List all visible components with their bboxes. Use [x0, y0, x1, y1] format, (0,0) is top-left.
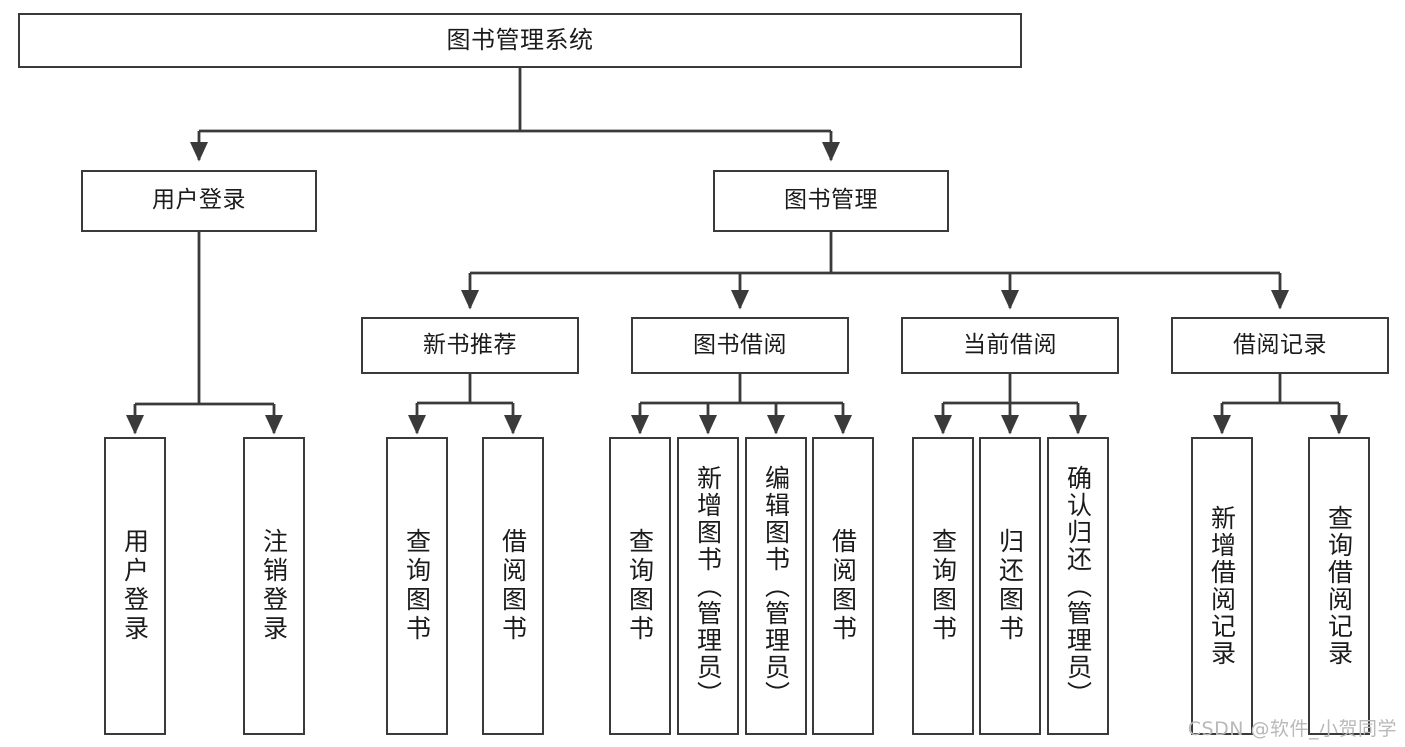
node-book-manage[interactable]: 图书管理 [713, 170, 949, 232]
node-leaf-return-book-label: 归还图书 [995, 528, 1025, 644]
node-book-borrow[interactable]: 图书借阅 [631, 317, 849, 374]
node-leaf-add-book-label: 新增图书（管理员） [693, 464, 723, 708]
node-book-borrow-label: 图书借阅 [693, 331, 787, 358]
node-leaf-add-book[interactable]: 新增图书（管理员） [677, 437, 739, 735]
node-root-label: 图书管理系统 [446, 26, 594, 55]
node-leaf-borrow-book-2[interactable]: 借阅图书 [812, 437, 874, 735]
node-leaf-edit-book-label: 编辑图书（管理员） [761, 464, 791, 708]
node-leaf-user-login-label: 用户登录 [120, 528, 150, 644]
node-leaf-query-book-3-label: 查询图书 [928, 528, 958, 644]
node-leaf-query-book-2-label: 查询图书 [625, 528, 655, 644]
node-book-manage-label: 图书管理 [784, 187, 878, 214]
node-current-borrow[interactable]: 当前借阅 [901, 317, 1119, 374]
node-root[interactable]: 图书管理系统 [18, 13, 1022, 68]
node-leaf-query-book-1[interactable]: 查询图书 [386, 437, 448, 735]
node-new-book-recommend-label: 新书推荐 [423, 331, 517, 358]
node-leaf-logout[interactable]: 注销登录 [243, 437, 305, 735]
node-user-login[interactable]: 用户登录 [81, 170, 317, 232]
node-leaf-borrow-book-1[interactable]: 借阅图书 [482, 437, 544, 735]
node-leaf-borrow-book-2-label: 借阅图书 [828, 528, 858, 644]
node-leaf-return-book[interactable]: 归还图书 [979, 437, 1041, 735]
node-leaf-query-record-label: 查询借阅记录 [1324, 505, 1354, 667]
node-leaf-query-record[interactable]: 查询借阅记录 [1308, 437, 1370, 735]
node-borrow-record[interactable]: 借阅记录 [1171, 317, 1389, 374]
node-user-login-label: 用户登录 [152, 187, 246, 214]
node-leaf-add-record[interactable]: 新增借阅记录 [1191, 437, 1253, 735]
node-new-book-recommend[interactable]: 新书推荐 [361, 317, 579, 374]
node-leaf-query-book-3[interactable]: 查询图书 [912, 437, 974, 735]
node-current-borrow-label: 当前借阅 [963, 331, 1057, 358]
node-leaf-borrow-book-1-label: 借阅图书 [498, 528, 528, 644]
node-leaf-add-record-label: 新增借阅记录 [1207, 505, 1237, 667]
node-leaf-logout-label: 注销登录 [259, 528, 289, 644]
node-leaf-user-login[interactable]: 用户登录 [104, 437, 166, 735]
node-leaf-confirm-return[interactable]: 确认归还（管理员） [1047, 437, 1109, 735]
node-leaf-edit-book[interactable]: 编辑图书（管理员） [745, 437, 807, 735]
node-leaf-confirm-return-label: 确认归还（管理员） [1063, 464, 1093, 708]
csdn-watermark: CSDN @软件_小贺同学 [1187, 718, 1397, 740]
node-leaf-query-book-1-label: 查询图书 [402, 528, 432, 644]
node-borrow-record-label: 借阅记录 [1233, 331, 1327, 358]
node-leaf-query-book-2[interactable]: 查询图书 [609, 437, 671, 735]
